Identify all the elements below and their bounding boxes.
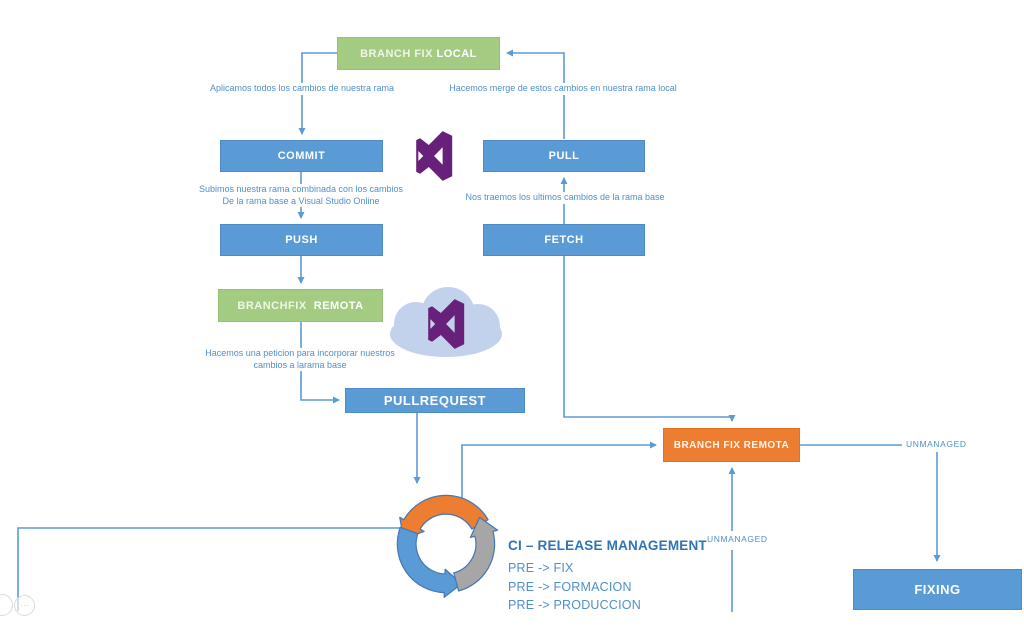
node-push: PUSH (220, 224, 383, 256)
cycle-arrow-gray (453, 516, 499, 592)
node-branch-fix-local: BRANCH FIX LOCAL (337, 37, 500, 70)
node-branch-fix-local-prefix: BRANCH FIX (360, 47, 437, 60)
node-branchfix-remota-prefix: BRANCHFIX (237, 299, 314, 312)
node-fixing: FIXING (853, 569, 1022, 610)
label-unmanaged-right: UNMANAGED (904, 439, 969, 449)
note-merge-local: Hacemos merge de estos cambios en nuestr… (446, 83, 680, 95)
note-pullrequest-description: Hacemos una peticion para incorporar nue… (202, 348, 398, 371)
note-fetch-description: Nos traemos los ultimos cambios de la ra… (462, 192, 668, 204)
node-branchfix-remota-emphasis: REMOTA (313, 299, 364, 312)
note-pullrequest-line2: cambios a larama base (253, 359, 347, 370)
visual-studio-logo-icon (416, 131, 453, 181)
note-apply-changes: Aplicamos todos los cambios de nuestra r… (206, 83, 398, 95)
note-pullrequest-line1: Hacemos una peticion para incorporar nue… (205, 348, 395, 358)
cycle-arrow-orange (399, 494, 489, 540)
release-management-heading: CI – RELEASE MANAGEMENT (508, 538, 707, 553)
cycle-arrow-blue (396, 526, 463, 598)
node-commit: COMMIT (220, 140, 383, 172)
note-push-line2: De la rama base a Visual Studio Online (222, 195, 380, 206)
node-branch-fix-local-emphasis: LOCAL (436, 47, 477, 60)
note-push-line1: Subimos nuestra rama combinada con los c… (198, 184, 404, 194)
vso-cloud-vs-logo-icon (428, 299, 465, 349)
node-pullrequest: PULLREQUEST (345, 388, 525, 413)
release-item-produccion: PRE -> PRODUCCION (508, 598, 641, 612)
release-item-fix: PRE -> FIX (508, 561, 574, 575)
node-pull: PULL (483, 140, 645, 172)
ci-cycle-arrows-icon (396, 494, 499, 598)
viewer-pan-icon[interactable]: ⋯ (14, 595, 35, 616)
release-management-block: CI – RELEASE MANAGEMENT PRE -> FIX PRE -… (508, 538, 707, 615)
release-item-formacion: PRE -> FORMACION (508, 579, 632, 594)
node-branch-fix-remota: BRANCH FIX REMOTA (663, 428, 800, 462)
note-push-description: Subimos nuestra rama combinada con los c… (195, 184, 407, 207)
node-branchfix-remota: BRANCHFIX REMOTA (218, 289, 383, 322)
label-unmanaged-bottom: UNMANAGED (705, 534, 770, 544)
node-fetch: FETCH (483, 224, 645, 256)
